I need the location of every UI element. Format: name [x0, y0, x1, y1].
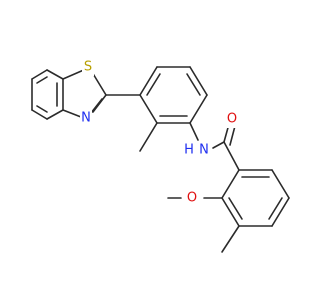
atom-labels: S N H N O O [80, 60, 238, 206]
carbonyl-oxygen-atom: O [227, 112, 237, 127]
methoxy-oxygen-atom: O [187, 191, 197, 206]
amide-hydrogen-atom: H [184, 143, 194, 158]
structure-canvas: S N H N O O [31, 60, 290, 253]
molecule-structure: S N H N O O [31, 60, 290, 253]
sulfur-atom: S [84, 60, 92, 75]
thiazole-nitrogen-atom: N [81, 111, 91, 126]
bond-lines [31, 66, 290, 253]
amide-nitrogen-atom: N [199, 143, 209, 158]
